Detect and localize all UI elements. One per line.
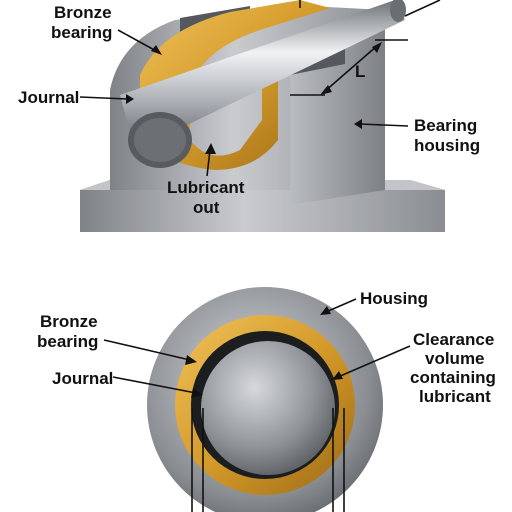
label-bronze-bearing-section-line2: bearing [37, 332, 98, 351]
section-bearing-illustration [147, 287, 383, 512]
label-bronze-bearing-section-line1: Bronze [40, 312, 98, 331]
label-bearing-housing-line2: housing [414, 136, 480, 155]
section-labels: Housing Bronze bearing Journal Clearance… [37, 289, 496, 406]
section-journal [201, 341, 335, 475]
top-leaders [79, 0, 441, 177]
label-clearance-line2: volume [425, 349, 485, 368]
top-labels: Bronze bearing Journal L Lubricant out B… [18, 3, 480, 217]
top-bearing-illustration [80, 0, 445, 232]
label-journal-section: Journal [52, 369, 113, 388]
section-leaders [103, 298, 411, 398]
label-bronze-bearing-top-line2: bearing [51, 23, 112, 42]
label-clearance-line1: Clearance [413, 330, 494, 349]
label-lubricant-out-line1: Lubricant [167, 178, 245, 197]
label-clearance-line4: lubricant [419, 387, 491, 406]
label-bronze-bearing-top-line1: Bronze [54, 3, 112, 22]
journal-shaft-far-end [390, 0, 406, 22]
label-lubricant-out-line2: out [193, 198, 220, 217]
label-dimension-l: L [355, 62, 365, 81]
journal-shaft [120, 0, 405, 150]
label-journal-top: Journal [18, 88, 79, 107]
label-bearing-housing-line1: Bearing [414, 116, 477, 135]
label-clearance-line3: containing [410, 368, 496, 387]
label-housing: Housing [360, 289, 428, 308]
